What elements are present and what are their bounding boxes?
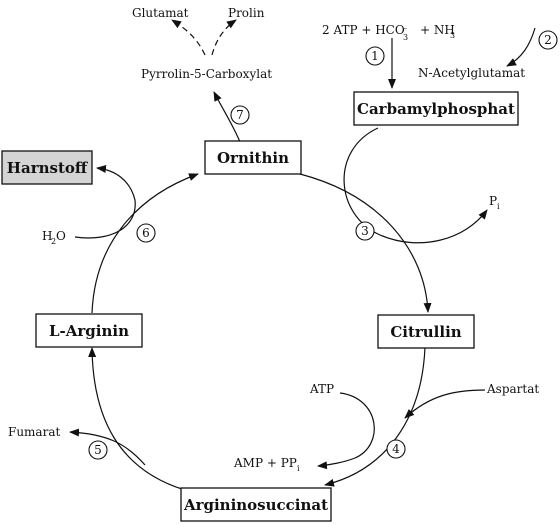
svg-text:5: 5 [94,443,102,457]
node-citrullin: Citrullin [377,314,475,349]
svg-text:Harnstoff: Harnstoff [7,159,89,177]
svg-text:i: i [497,202,500,211]
cycle-arginin-to-ornithin [91,173,199,314]
node-ornithin: Ornithin [204,140,302,175]
label-fumarat: Fumarat [8,425,60,439]
svg-text:AMP + PP: AMP + PP [233,456,297,470]
node-argininosuccinat: Argininosuccinat [180,487,332,522]
arrow-fumarat-out [69,428,146,466]
svg-text:Carbamylphosphat: Carbamylphosphat [357,100,515,118]
step-2-marker: 2 [538,30,558,50]
svg-text:P: P [489,194,497,208]
svg-text:6: 6 [142,226,150,240]
svg-text:2: 2 [544,33,552,47]
svg-text:3: 3 [403,33,408,42]
cycle-citrullin-to-argininosuccinat [324,346,426,487]
svg-text:2: 2 [51,237,56,246]
step-1-marker: 1 [365,46,385,66]
label-n-acetylglutamat: N-Acetylglutamat [418,66,525,80]
arrow-h2o-to-harnstoff [74,165,136,239]
label-atp: ATP [309,382,334,396]
label-aspartat: Aspartat [486,382,539,396]
label-pi: P i [489,194,500,211]
arrow-pyrrolin-to-prolin [211,19,237,56]
step-3-marker: 3 [355,221,375,241]
svg-text:3: 3 [361,224,369,238]
svg-text:–: – [403,24,407,33]
svg-text:7: 7 [236,108,244,122]
step-6-marker: 6 [136,223,156,243]
arrow-carbamylphosphat-to-pi [343,127,488,244]
svg-text:4: 4 [392,442,400,456]
label-prolin: Prolin [228,6,265,20]
node-carbamylphosphat: Carbamylphosphat [353,91,519,126]
arrow-atp-to-ampppi [317,392,375,470]
svg-text:Citrullin: Citrullin [390,323,461,341]
svg-text:O: O [56,229,66,243]
svg-text:3: 3 [450,31,455,40]
label-h2o: H 2 O [42,229,66,246]
label-reactants: 2 ATP + HCO – 3 + NH 3 [322,23,455,42]
arrow-pyrrolin-to-glutamat [171,19,206,56]
node-harnstoff: Harnstoff [1,150,93,185]
node-l-arginin: L-Arginin [35,313,143,348]
arrow-aspartat-in [404,389,486,419]
svg-text:H: H [42,229,52,243]
svg-text:i: i [297,464,300,473]
svg-text:2 ATP + HCO: 2 ATP + HCO [322,23,405,37]
label-pyrrolin-5-carboxylat: Pyrrolin-5-Carboxylat [141,67,272,81]
svg-text:Ornithin: Ornithin [217,149,289,167]
step-7-marker: 7 [230,105,250,125]
svg-text:1: 1 [371,49,379,63]
step-4-marker: 4 [386,439,406,459]
cycle-argininosuccinat-to-arginin [88,347,186,491]
label-glutamat: Glutamat [132,6,189,20]
label-amp-ppi: AMP + PP i [233,456,300,473]
svg-text:+ NH: + NH [420,23,455,37]
cycle-ornithin-to-citrullin [299,173,432,313]
arrow-activator [506,27,536,67]
arrow-ornithin-to-pyrrolin [213,91,241,143]
svg-text:Argininosuccinat: Argininosuccinat [183,496,328,514]
step-5-marker: 5 [88,440,108,460]
svg-text:L-Arginin: L-Arginin [49,322,129,340]
